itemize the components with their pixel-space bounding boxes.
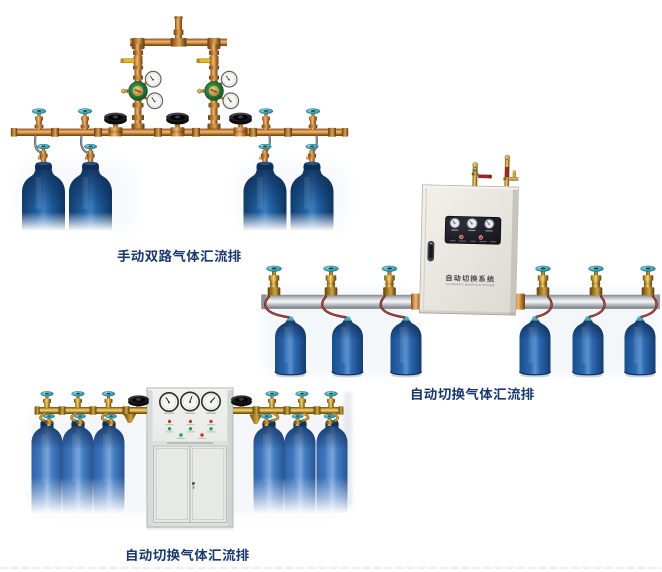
product-caption-auto-wall: 自动切换气体汇流排	[410, 383, 535, 403]
photo-edge	[343, 392, 352, 506]
control-cabinet	[146, 387, 234, 530]
page-bottom-rule	[0, 566, 662, 569]
cylinder-station-valve	[535, 265, 551, 296]
cabinet-title: 自动切换系统	[445, 273, 495, 284]
cylinder-station-valve	[101, 390, 116, 409]
cylinder-station-valve	[71, 390, 85, 409]
pressure-gauge	[220, 70, 238, 88]
pressure-regulator-line	[196, 44, 240, 132]
inlet-valve-right	[503, 154, 519, 187]
cylinder-station-valve	[588, 265, 604, 296]
product-auto-switch-manifold-floor	[30, 387, 352, 530]
product-manual-dual-manifold	[10, 16, 349, 237]
cylinder-station-valve	[323, 265, 339, 296]
cylinder-station-valve	[265, 390, 279, 409]
pigtail-hoses	[39, 412, 339, 422]
gas-cylinder	[283, 420, 317, 516]
inlet-pipe	[173, 16, 184, 41]
gas-cylinder	[92, 420, 126, 516]
inlet-valve-left	[471, 162, 492, 187]
pressure-regulator-line	[120, 44, 164, 132]
cylinder-neck-valve	[83, 143, 98, 163]
manifold-pipe	[34, 406, 344, 415]
pigtail-hoses	[264, 295, 658, 319]
cylinder-station-valve	[295, 390, 309, 409]
cylinder-neck-valve	[305, 143, 319, 163]
cylinder-station-valve	[305, 108, 321, 131]
cylinder-station-valve	[77, 108, 93, 131]
cylinder-neck-valve	[36, 143, 51, 163]
cylinder-station-valve	[324, 390, 338, 409]
cylinder-station-valve	[266, 265, 282, 296]
cylinder-station-valve	[40, 390, 54, 409]
pigtail-hoses	[33, 134, 318, 154]
indicator-lights	[165, 419, 215, 439]
pressure-gauge	[144, 70, 162, 88]
cabinet-subtitle: AUTOMATIC MANIFOLD SYSTEM	[446, 282, 495, 287]
purge-fitting	[249, 414, 262, 424]
pressure-gauge	[146, 92, 164, 110]
pressure-gauge	[222, 92, 240, 110]
cylinder-station-valve	[31, 108, 47, 131]
cylinder-neck-valve	[258, 143, 272, 163]
cylinder-station-valve	[258, 108, 274, 131]
product-caption-manual-dual: 手动双路气体汇流排	[117, 245, 242, 265]
cylinder-station-valve	[381, 265, 398, 296]
gas-cylinder	[61, 420, 95, 516]
gas-cylinder	[315, 420, 349, 516]
product-caption-auto-floor: 自动切换气体汇流排	[125, 544, 250, 564]
purge-fitting	[123, 414, 136, 423]
cylinder-station-valve	[640, 265, 656, 296]
gas-cylinder	[252, 420, 286, 516]
gas-cylinder	[30, 420, 64, 516]
